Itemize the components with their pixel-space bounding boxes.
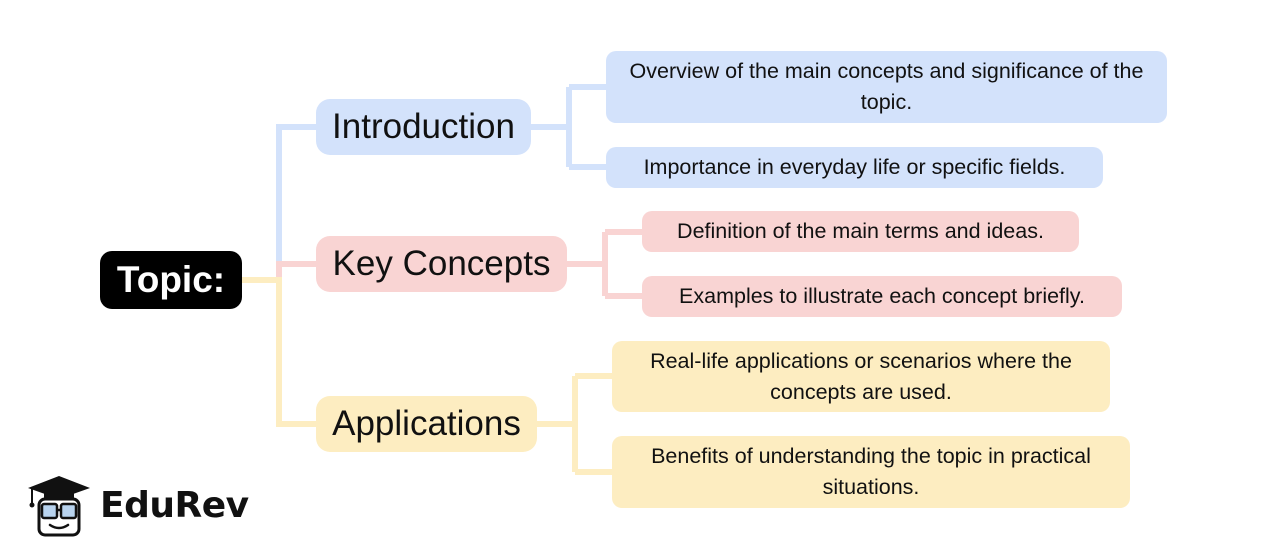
branch-key-concepts: Key Concepts <box>316 236 567 292</box>
connector-root-applications <box>242 277 316 427</box>
leaf-text: Importance in everyday life or specific … <box>643 155 1066 179</box>
branch-introduction-label: Introduction <box>332 107 515 146</box>
leaf-text: Examples to illustrate each concept brie… <box>679 284 1085 308</box>
branch-applications-label: Applications <box>332 404 521 443</box>
root-topic-node: Topic: <box>100 251 242 309</box>
leaf-applications-benefits: Benefits of understanding the topic in p… <box>612 436 1130 508</box>
edurev-logo: EduRev <box>24 470 249 540</box>
leaf-text: Definition of the main terms and ideas. <box>677 219 1044 243</box>
leaf-key-concepts-definition: Definition of the main terms and ideas. <box>642 211 1079 252</box>
connector-root-introduction <box>242 124 316 283</box>
leaf-applications-real-life: Real-life applications or scenarios wher… <box>612 341 1110 412</box>
edurev-logo-text: EduRev <box>100 484 249 526</box>
leaf-text: Overview of the main concepts and signif… <box>629 59 1144 114</box>
leaf-text: Benefits of understanding the topic in p… <box>651 444 1091 499</box>
leaf-introduction-overview: Overview of the main concepts and signif… <box>606 51 1167 123</box>
connector-applications-leaves <box>537 373 612 475</box>
connector-key-concepts-leaves <box>567 229 642 299</box>
connector-introduction-leaves <box>531 84 606 170</box>
leaf-key-concepts-examples: Examples to illustrate each concept brie… <box>642 276 1122 317</box>
leaf-introduction-importance: Importance in everyday life or specific … <box>606 147 1103 188</box>
root-topic-label: Topic: <box>116 259 226 300</box>
leaf-text: Real-life applications or scenarios wher… <box>650 348 1072 404</box>
branch-applications: Applications <box>316 396 537 452</box>
branch-introduction: Introduction <box>316 99 531 155</box>
graduate-face-icon <box>28 476 90 537</box>
branch-key-concepts-label: Key Concepts <box>332 244 551 283</box>
